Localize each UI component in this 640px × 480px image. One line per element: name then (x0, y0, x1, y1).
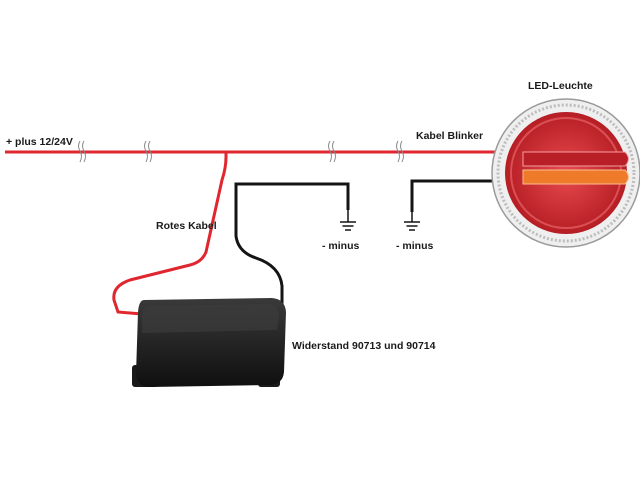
blinker-cable-label: Kabel Blinker (416, 130, 484, 142)
led-lamp (491, 98, 640, 248)
ground-symbol-left (340, 208, 356, 231)
red-cable (112, 152, 228, 316)
ground-symbol-right (404, 210, 420, 231)
black-cable-lamp (410, 179, 498, 212)
minus-label-right: - minus (396, 240, 434, 252)
supply-label: + plus 12/24V (6, 136, 73, 148)
resistor-module (132, 298, 286, 387)
minus-label-left: - minus (322, 240, 360, 252)
resistor-label: Widerstand 90713 und 90714 (292, 340, 436, 352)
red-cable-label: Rotes Kabel (156, 220, 217, 232)
led-lamp-label: LED-Leuchte (528, 80, 593, 92)
wire-break-marks (78, 140, 404, 163)
black-cable-resistor (234, 182, 350, 304)
